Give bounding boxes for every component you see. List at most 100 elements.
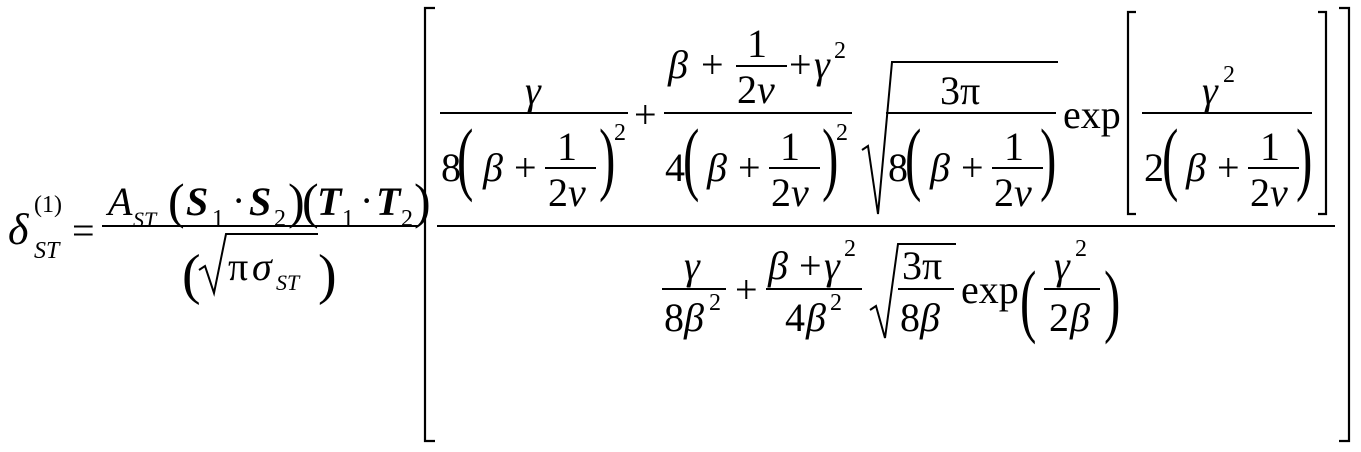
term2-den-half-one: 1 (780, 124, 800, 169)
denominator: γ 8 β 2 + β + γ 2 4 β 2 3 π 8 β exp ( γ … (662, 236, 1120, 345)
lhs: δ (1) ST = (8, 192, 95, 264)
isospin-T2: T (376, 179, 402, 224)
den-term2-four: 4 (785, 295, 805, 340)
exp-half-two: 2 (1250, 170, 1270, 215)
lhs-delta: δ (8, 205, 30, 254)
exp-two: 2 (1144, 145, 1164, 190)
term1-eight: 8 (441, 145, 461, 190)
sqrt-pi-sigma-sign (198, 233, 318, 297)
outer-bracket-left (423, 6, 435, 443)
den-sqrt-eight: 8 (900, 295, 920, 340)
coefficient-A: A (105, 179, 133, 224)
term1-square: 2 (614, 120, 626, 146)
sigma: σ (252, 244, 273, 289)
isospin-T2-index: 2 (401, 206, 413, 232)
sigma-subscript: ST (276, 270, 301, 295)
outer-bracket-right (1339, 6, 1351, 443)
spin-S1: S (186, 179, 208, 224)
term1-gamma: γ (525, 68, 542, 113)
dot-T: · (360, 178, 373, 223)
den-exp-beta: β (1069, 295, 1090, 340)
sqrt-eight: 8 (888, 145, 908, 190)
spin-S2: S (249, 179, 271, 224)
spin-S2-index: 2 (274, 206, 286, 232)
numerator: γ 8 ( β + 1 2 ν ) 2 + β + 1 2 ν + γ 2 4 … (440, 10, 1328, 216)
term1-half-two: 2 (548, 170, 568, 215)
term2-paren-open: ( (683, 112, 699, 203)
den-term2-beta2: β (805, 295, 826, 340)
den-exp-paren-close: ) (1104, 254, 1120, 345)
coefficient-A-subscript: ST (133, 207, 158, 232)
term2-den-half-two: 2 (771, 170, 791, 215)
paren-open-S: ( (168, 173, 185, 229)
den-sqrt-pi: π (922, 243, 942, 288)
term2-gamma: γ (814, 42, 831, 87)
prefactor-fraction: A ST ( S 1 · S 2 ) ( T 1 · T 2 ) ( π σ S… (102, 173, 431, 306)
dot-S: · (232, 178, 245, 223)
den-term2-gamma: γ (824, 243, 841, 288)
exp-half-one: 1 (1260, 124, 1280, 169)
exp-gamma-square: 2 (1223, 62, 1235, 88)
den-exp: exp (961, 267, 1019, 312)
term2-den-half-nu: ν (791, 170, 809, 215)
term2-half-two: 2 (737, 67, 757, 112)
sqrt-pi: π (960, 68, 980, 113)
numerator-sqrt-sign (861, 61, 1058, 215)
sqrt-pi: π (228, 244, 248, 289)
den-exp-paren-open: ( (1020, 254, 1036, 345)
den-term2-gamma-square: 2 (844, 236, 856, 262)
numerator-exp: exp (1063, 92, 1121, 137)
lhs-superscript: (1) (34, 192, 62, 218)
term1-plus: + (514, 145, 537, 190)
exp-plus: + (1217, 145, 1240, 190)
den-term2-beta: β (767, 243, 788, 288)
isospin-T1-index: 1 (342, 206, 354, 232)
sqrt-paren-close: ) (1040, 112, 1056, 203)
den-term1-beta: β (683, 295, 704, 340)
term2-half-nu: ν (757, 67, 775, 112)
exp-bracket-left (1126, 10, 1136, 216)
den-gamma: γ (684, 243, 701, 288)
den-sqrt-sign (869, 243, 956, 339)
exp-bracket-right (1318, 10, 1328, 216)
exp-paren-close: ) (1296, 112, 1312, 203)
paren-close-T: ) (414, 173, 431, 229)
den-exp-gamma: γ (1054, 243, 1071, 288)
term1-half-nu: ν (568, 170, 586, 215)
term2-den-plus: + (738, 145, 761, 190)
paren-close-S: ) (288, 173, 305, 229)
sqrt-beta: β (929, 145, 950, 190)
den-plus: + (735, 267, 758, 312)
exp-gamma: γ (1202, 68, 1219, 113)
term2-square: 2 (836, 120, 848, 146)
isospin-T1: T (317, 179, 343, 224)
sqrt-half-one: 1 (1004, 124, 1024, 169)
den-exp-gamma-square: 2 (1075, 236, 1087, 262)
sqrt-three: 3 (940, 68, 960, 113)
exp-half-nu: ν (1270, 170, 1288, 215)
paren-open-den: ( (182, 244, 201, 306)
term2-paren-close: ) (822, 112, 838, 203)
term2-den-beta: β (706, 145, 727, 190)
term2-gamma-square: 2 (834, 38, 846, 64)
equals-sign: = (72, 208, 95, 253)
exp-paren-open: ( (1162, 112, 1178, 203)
term2-plus2: + (789, 42, 812, 87)
den-term1-eight: 8 (664, 295, 684, 340)
numerator-plus: + (634, 92, 657, 137)
term1-beta: β (482, 145, 503, 190)
exp-beta: β (1185, 145, 1206, 190)
den-term1-square: 2 (709, 290, 721, 316)
den-term2-plus: + (799, 243, 822, 288)
term2-four: 4 (665, 145, 685, 190)
den-term2-square: 2 (830, 290, 842, 316)
sqrt-paren-open: ( (905, 112, 921, 203)
paren-open-T: ( (302, 173, 319, 229)
sqrt-plus: + (961, 145, 984, 190)
sqrt-half-two: 2 (994, 170, 1014, 215)
term2-beta: β (667, 42, 688, 87)
spin-S1-index: 1 (212, 206, 224, 232)
den-exp-two: 2 (1049, 295, 1069, 340)
term1-paren-open: ( (457, 112, 473, 203)
